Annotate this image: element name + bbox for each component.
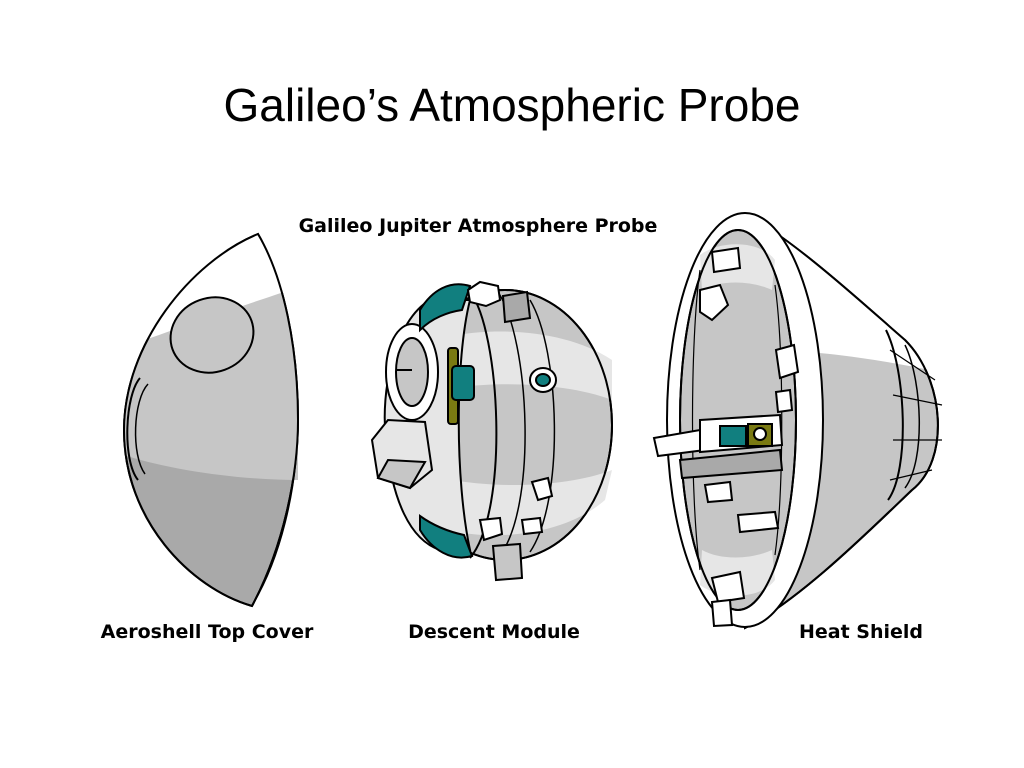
teal-panel-top xyxy=(419,283,472,333)
top-cover-hatch xyxy=(169,296,255,374)
descent-module-drawing xyxy=(370,280,613,582)
teal-panel-bottom xyxy=(419,514,474,559)
label-descent-module: Descent Module xyxy=(408,621,580,643)
label-aeroshell-top-cover: Aeroshell Top Cover xyxy=(101,621,314,643)
diagram-caption: Galileo Jupiter Atmosphere Probe xyxy=(299,215,658,237)
heat-shield-drawing xyxy=(652,212,943,630)
aeroshell-top-cover-drawing xyxy=(122,232,300,608)
label-heat-shield: Heat Shield xyxy=(799,621,923,643)
slide-title: Galileo’s Atmospheric Probe xyxy=(223,79,801,131)
teal-instrument xyxy=(719,425,747,447)
